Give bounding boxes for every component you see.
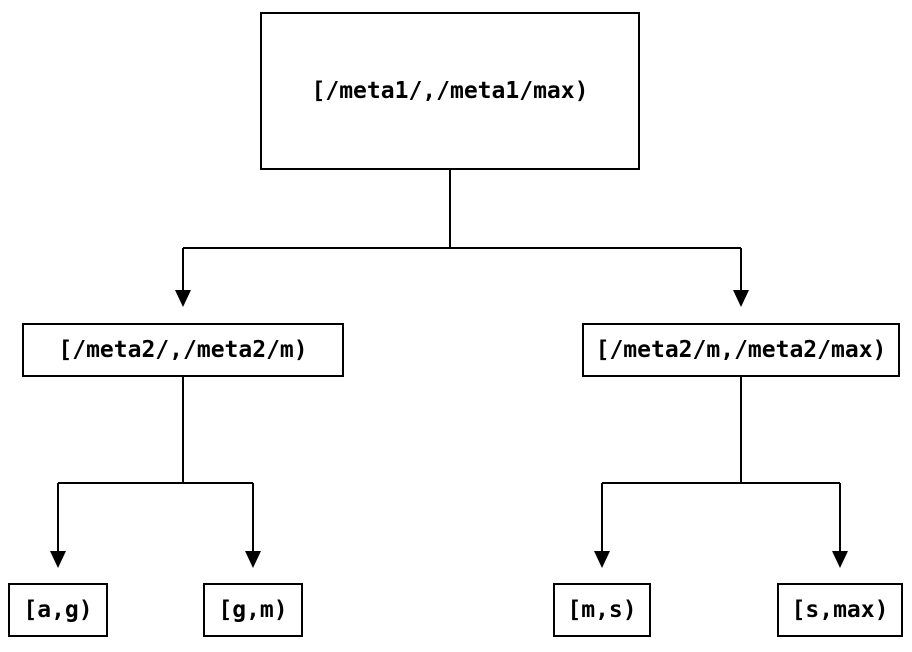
arrowhead-leaf-smax-icon	[832, 551, 848, 568]
tree-node-leaf-ag: [a,g)	[8, 583, 108, 637]
tree-node-root-label: [/meta1/,/meta1/max)	[311, 78, 589, 104]
tree-node-root: [/meta1/,/meta1/max)	[260, 12, 640, 170]
arrowhead-leaf-ms-icon	[594, 551, 610, 568]
arrowhead-left-mid-icon	[175, 290, 191, 307]
tree-node-leaf-smax-label: [s,max)	[791, 597, 889, 623]
tree-node-left-internal-label: [/meta2/,/meta2/m)	[58, 337, 308, 363]
tree-node-leaf-ms-label: [m,s)	[567, 597, 637, 623]
tree-node-leaf-smax: [s,max)	[777, 583, 903, 637]
arrowhead-leaf-ag-icon	[50, 551, 66, 568]
tree-node-leaf-ag-label: [a,g)	[23, 597, 93, 623]
tree-node-right-internal-label: [/meta2/m,/meta2/max)	[595, 337, 887, 363]
tree-node-leaf-gm-label: [g,m)	[218, 597, 288, 623]
tree-node-right-internal: [/meta2/m,/meta2/max)	[582, 323, 900, 377]
tree-node-leaf-gm: [g,m)	[203, 583, 303, 637]
arrowhead-leaf-gm-icon	[245, 551, 261, 568]
arrowhead-right-mid-icon	[733, 290, 749, 307]
tree-node-leaf-ms: [m,s)	[553, 583, 651, 637]
tree-node-left-internal: [/meta2/,/meta2/m)	[22, 323, 344, 377]
